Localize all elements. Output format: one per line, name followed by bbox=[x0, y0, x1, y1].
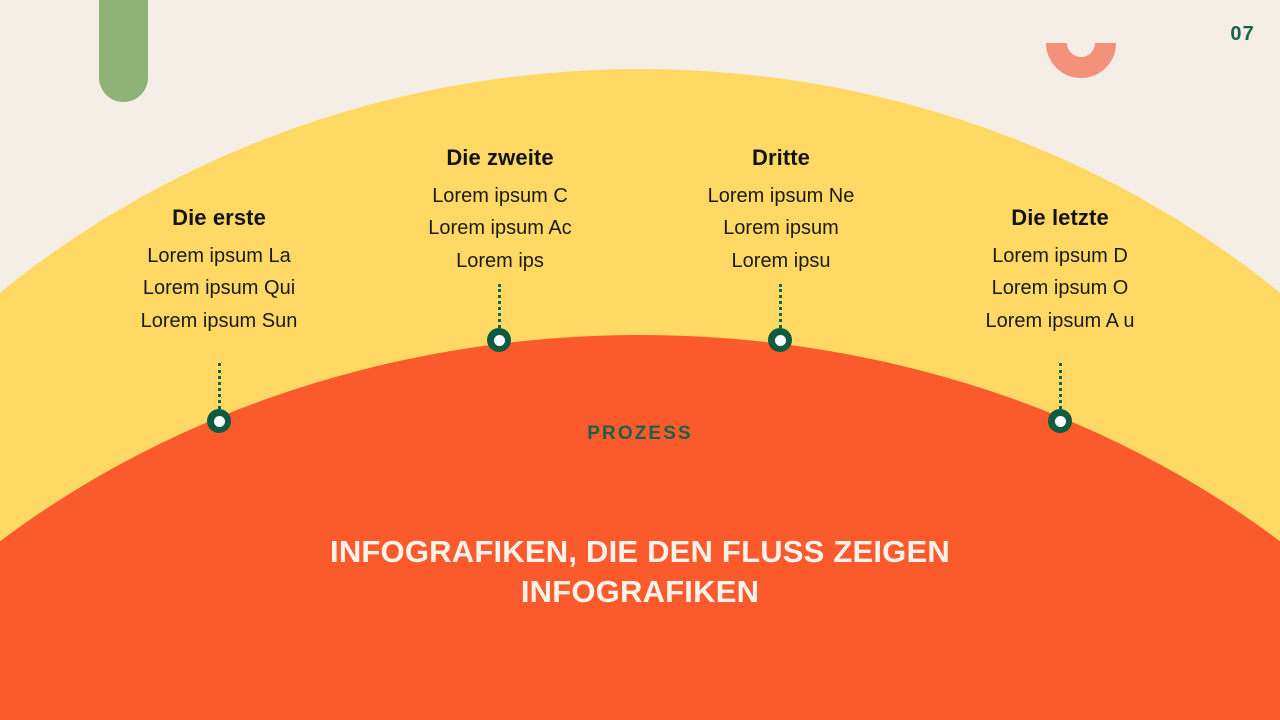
connector-line-2 bbox=[498, 284, 501, 328]
salmon-half-donut-decoration bbox=[1046, 43, 1116, 78]
connector-line-4 bbox=[1059, 363, 1062, 409]
step-marker-1[interactable] bbox=[207, 409, 231, 433]
marker-dot-icon bbox=[213, 415, 225, 427]
step-block-4: Die letzte Lorem ipsum D Lorem ipsum O L… bbox=[935, 205, 1185, 337]
step-block-2: Die zweite Lorem ipsum C Lorem ipsum Ac … bbox=[375, 145, 625, 277]
step-body-3: Lorem ipsum Ne Lorem ipsum Lorem ipsu bbox=[707, 184, 855, 272]
step-block-3: Dritte Lorem ipsum Ne Lorem ipsum Lorem … bbox=[656, 145, 906, 277]
step-title-4: Die letzte bbox=[1011, 205, 1109, 230]
connector-line-1 bbox=[218, 363, 221, 409]
marker-dot-icon bbox=[774, 334, 786, 346]
slide-title: INFOGRAFIKEN, DIE DEN FLUSS ZEIGEN INFOG… bbox=[330, 534, 950, 609]
step-marker-3[interactable] bbox=[768, 328, 792, 352]
step-block-1: Die erste Lorem ipsum La Lorem ipsum Qui… bbox=[94, 205, 344, 337]
step-title-2: Die zweite bbox=[446, 145, 554, 170]
step-body-2: Lorem ipsum C Lorem ipsum Ac Lorem ips bbox=[428, 184, 572, 272]
step-body-1: Lorem ipsum La Lorem ipsum Qui Lorem ips… bbox=[140, 244, 298, 332]
step-marker-2[interactable] bbox=[487, 328, 511, 352]
marker-dot-icon bbox=[1054, 415, 1066, 427]
step-title-1: Die erste bbox=[172, 205, 266, 230]
step-body-4: Lorem ipsum D Lorem ipsum O Lorem ipsum … bbox=[985, 244, 1135, 332]
step-marker-4[interactable] bbox=[1048, 409, 1072, 433]
page-number: 07 bbox=[1230, 23, 1255, 45]
section-kicker: PROZESS bbox=[587, 423, 693, 444]
marker-dot-icon bbox=[493, 334, 505, 346]
step-title-3: Dritte bbox=[751, 145, 811, 170]
green-pill-decoration bbox=[99, 0, 148, 102]
connector-line-3 bbox=[779, 284, 782, 328]
